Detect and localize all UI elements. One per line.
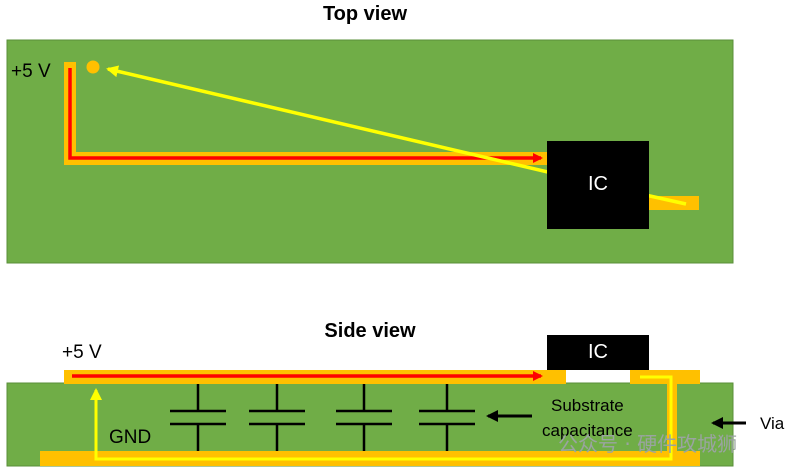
via-label: Via (760, 414, 785, 433)
side-view-title: Side view (324, 320, 416, 342)
gnd-label: GND (109, 427, 152, 448)
side-voltage-label: +5 V (62, 342, 102, 363)
side-ic-label: IC (588, 341, 608, 363)
substrate-capacitor-1 (170, 384, 226, 451)
top-current-path (68, 68, 543, 163)
top-voltage-label: +5 V (11, 61, 51, 82)
side-return-path (90, 375, 673, 461)
substrate-label-line1: Substrate (551, 396, 624, 415)
top-ic-chip (547, 141, 649, 229)
substrate-capacitor-2 (249, 384, 305, 451)
substrate-capacitor-3 (336, 384, 392, 451)
top-return-path (106, 65, 687, 206)
substrate-capacitor-4 (419, 384, 475, 451)
side-ic-chip (547, 335, 649, 370)
top-via-dot (86, 60, 100, 74)
substrate-label-line2: capacitance (542, 421, 633, 440)
watermark-text: 公众号 · 硬件攻城狮 (558, 432, 738, 456)
top-ic-label: IC (588, 173, 608, 195)
top-view-title: Top view (322, 3, 408, 25)
